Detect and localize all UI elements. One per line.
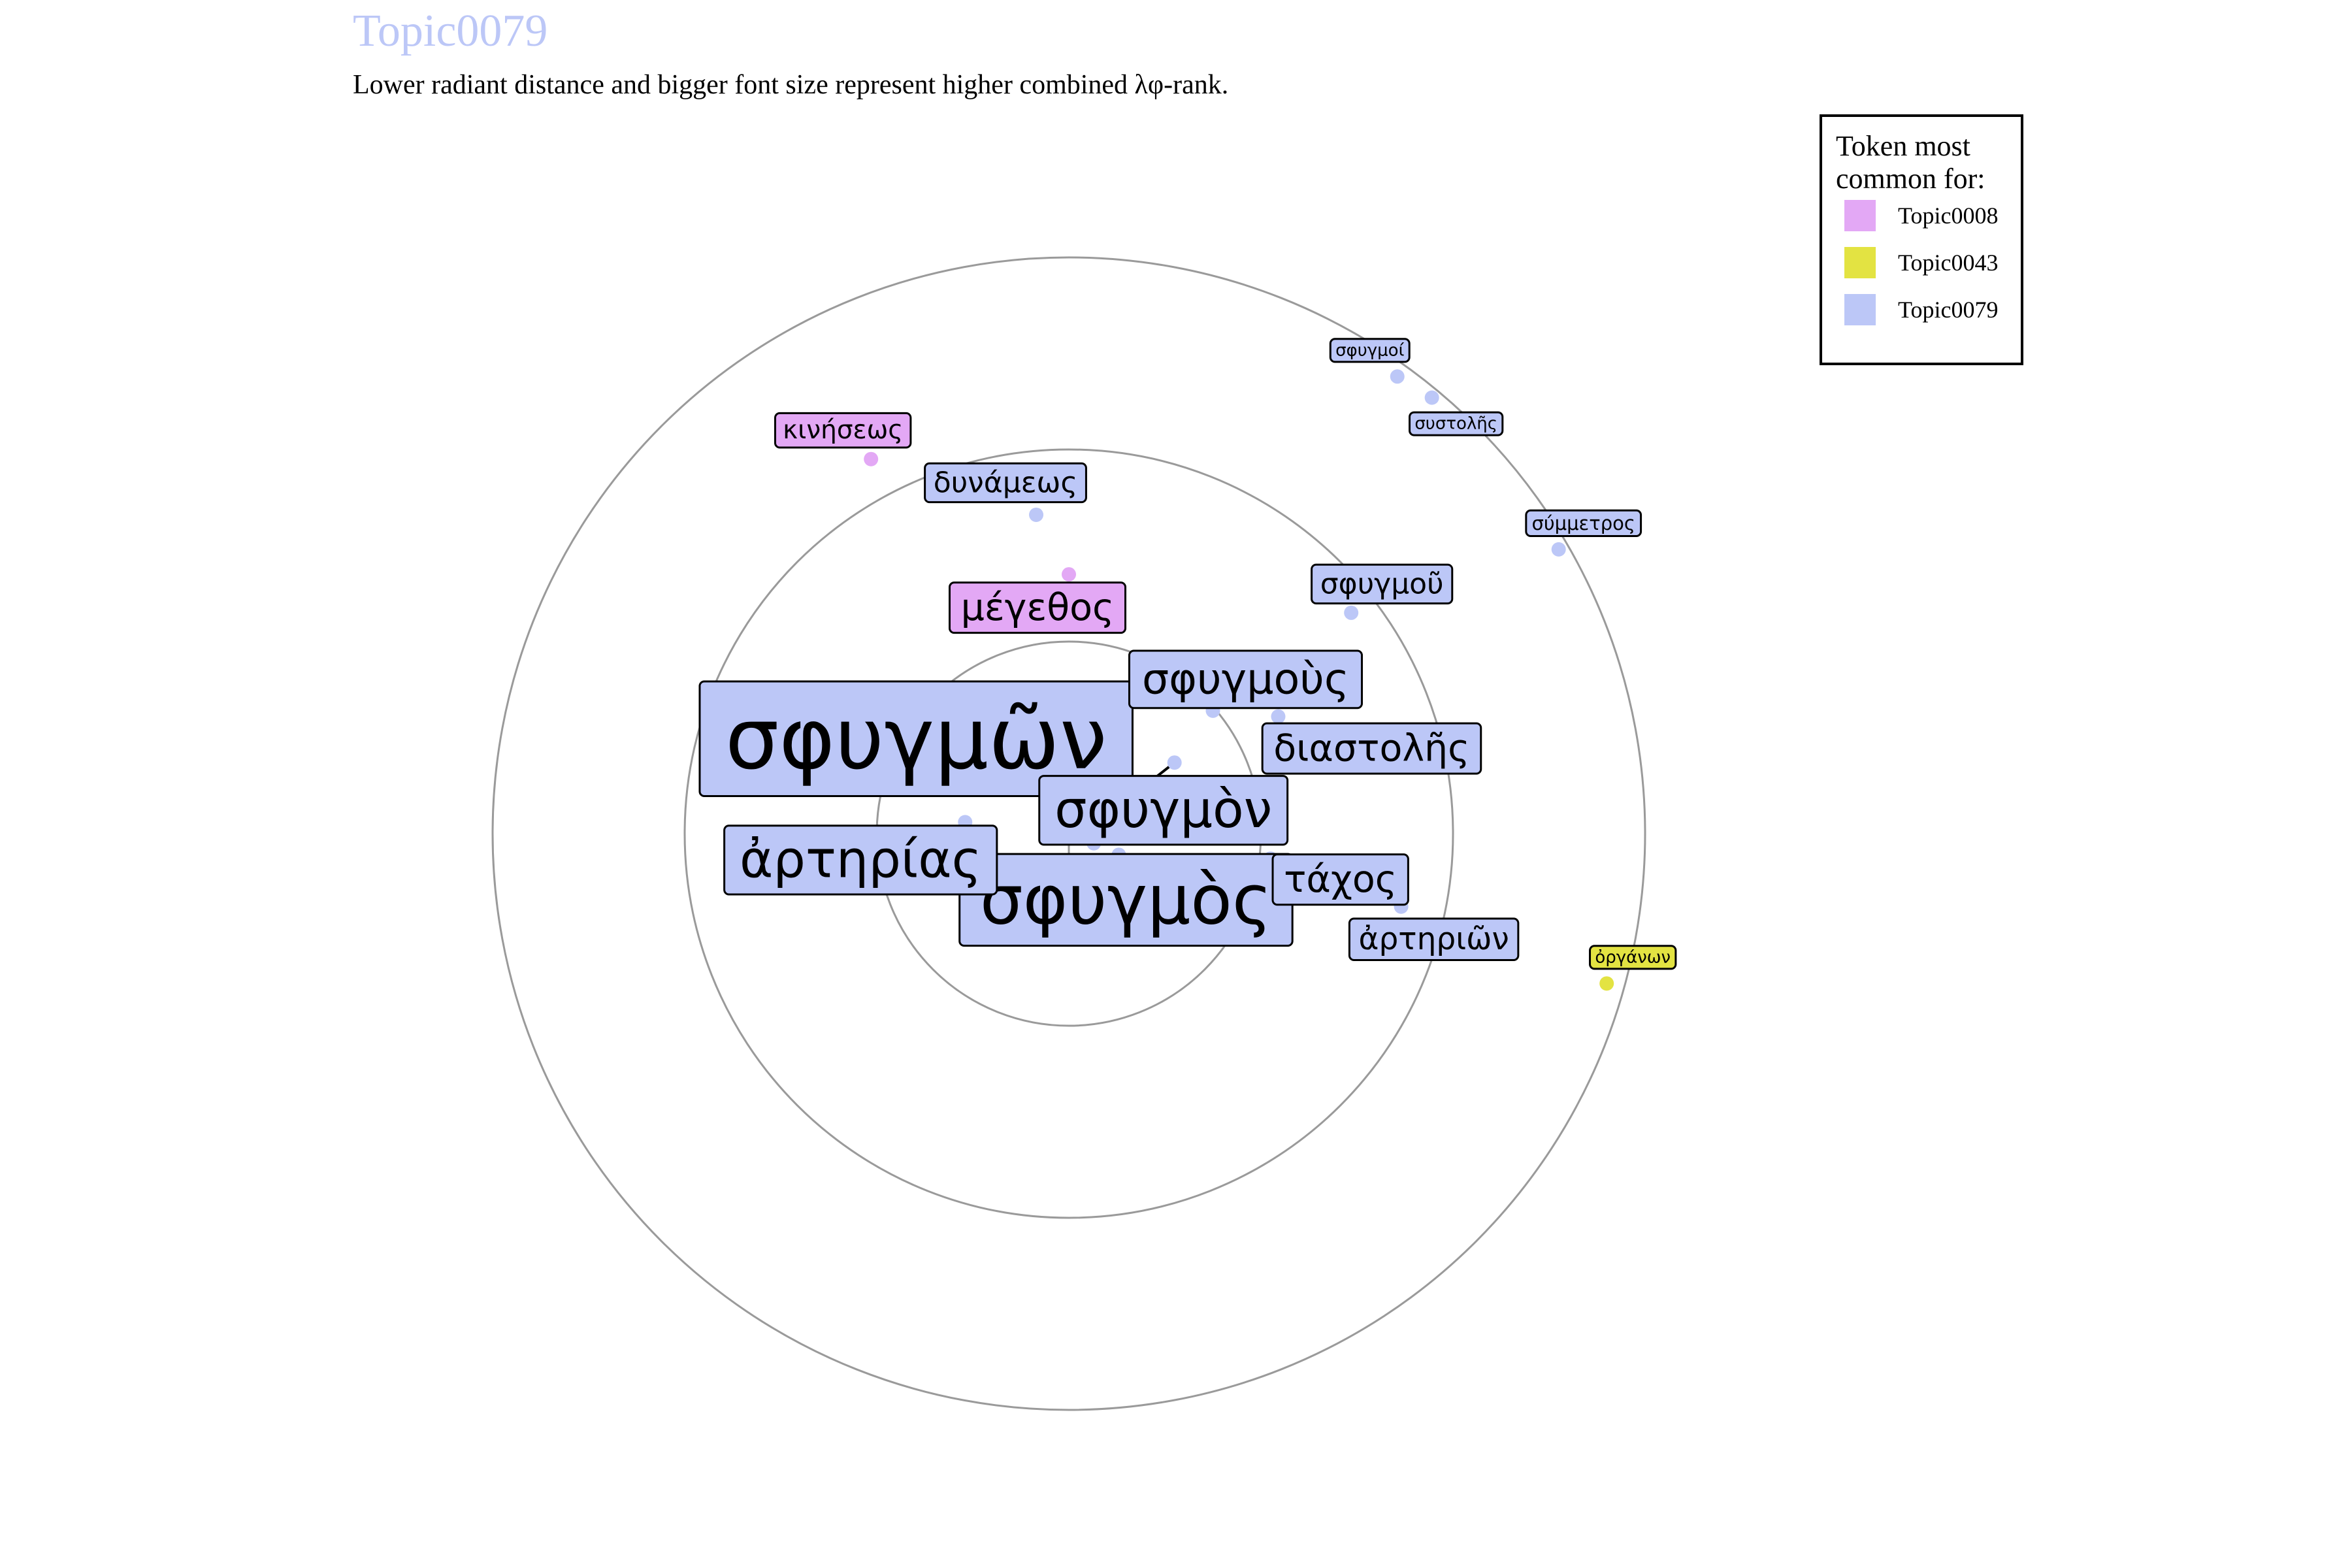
point-token-12 — [1551, 542, 1566, 557]
label-box — [1311, 563, 1454, 605]
label-token-14: σφυγμοί — [1329, 338, 1411, 363]
label-box — [948, 581, 1127, 634]
label-token-4: σφυγμοὺς — [1128, 649, 1364, 710]
label-text: μέγεθος — [961, 586, 1115, 629]
label-token-0: σφυγμῶν — [698, 680, 1134, 797]
legend-entry-topic0043: Topic0043 — [1844, 247, 1998, 278]
legend-label: Topic0008 — [1898, 203, 1998, 229]
label-text: ἀρτηριῶν — [1358, 921, 1509, 957]
label-text: σφυγμὸν — [1054, 781, 1272, 840]
label-token-5: διαστολῆς — [1261, 722, 1482, 775]
label-text: τάχος — [1284, 858, 1397, 901]
label-box — [1525, 509, 1642, 537]
label-token-1: σφυγμὸς — [958, 853, 1294, 947]
label-token-2: σφυγμὸν — [1038, 775, 1289, 846]
label-box — [723, 825, 998, 896]
label-text: ἀρτηρίας — [740, 830, 981, 889]
label-box — [774, 412, 912, 449]
label-text: σφυγμοῦ — [1320, 567, 1444, 600]
label-box — [924, 462, 1087, 504]
label-token-8: ἀρτηριῶν — [1348, 917, 1520, 961]
ring-3 — [491, 256, 1646, 1411]
label-text: σφυγμὸς — [980, 860, 1272, 939]
label-box — [1589, 945, 1677, 970]
point-token-14 — [1390, 369, 1405, 384]
chart-title: Topic0079 — [353, 6, 547, 56]
point-token-15 — [1599, 976, 1614, 991]
point-token-9 — [1344, 605, 1359, 620]
label-box — [1329, 338, 1411, 363]
label-text: κινήσεως — [783, 416, 903, 445]
label-text: συστολῆς — [1414, 414, 1497, 434]
label-box — [1409, 411, 1504, 436]
label-box — [1348, 917, 1520, 961]
point-token-5 — [1271, 709, 1286, 724]
label-text: διαστολῆς — [1273, 727, 1469, 770]
label-text: ὀργάνων — [1595, 947, 1671, 967]
legend-entry-topic0008: Topic0008 — [1844, 200, 1998, 231]
label-token-15: ὀργάνων — [1589, 945, 1677, 970]
label-token-13: συστολῆς — [1409, 411, 1504, 436]
label-box — [1261, 722, 1482, 775]
legend-label: Topic0043 — [1898, 250, 1998, 276]
legend-swatch — [1844, 294, 1876, 325]
legend-swatch — [1844, 247, 1876, 278]
label-text: σφυγμοὺς — [1142, 655, 1349, 704]
label-token-10: δυνάμεως — [924, 462, 1087, 504]
token-labels: σφυγμῶν σφυγμὸς σφυγμὸν ἀρτηρίας σφυγμοὺς δια… — [698, 338, 1677, 970]
label-box — [1128, 649, 1364, 710]
legend-entry-topic0079: Topic0079 — [1844, 294, 1998, 325]
label-token-9: σφυγμοῦ — [1311, 563, 1454, 605]
label-text: σφυγμοί — [1335, 340, 1405, 360]
point-token-2 — [1167, 755, 1182, 770]
label-token-3: ἀρτηρίας — [723, 825, 998, 896]
label-box — [1038, 775, 1289, 846]
point-token-11 — [864, 451, 879, 466]
label-text: σφυγμῶν — [725, 689, 1107, 789]
label-box — [698, 680, 1134, 797]
label-token-7: μέγεθος — [948, 581, 1127, 634]
label-text: σύμμετρος — [1532, 512, 1635, 534]
legend-label: Topic0079 — [1898, 297, 1998, 323]
label-box — [1271, 853, 1409, 906]
legend-swatch — [1844, 200, 1876, 231]
ring-2 — [683, 448, 1454, 1219]
label-text: δυνάμεως — [934, 466, 1077, 499]
point-token-7 — [1062, 567, 1076, 582]
chart-subtitle: Lower radiant distance and bigger font s… — [353, 70, 1228, 100]
label-token-12: σύμμετρος — [1525, 509, 1642, 537]
label-token-11: κινήσεως — [774, 412, 912, 449]
point-token-10 — [1029, 507, 1044, 522]
point-token-13 — [1424, 390, 1439, 405]
label-token-6: τάχος — [1271, 853, 1409, 906]
